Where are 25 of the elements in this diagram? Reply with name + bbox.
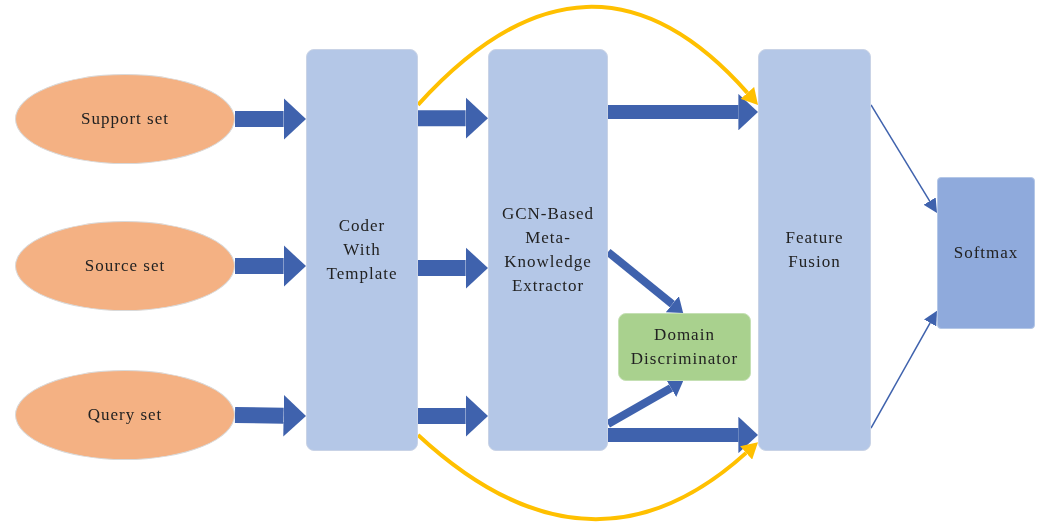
node-label: Query set [87,404,163,426]
block-arrow [418,247,488,289]
block-arrow [418,97,488,139]
block-arrow [234,394,306,437]
arrow [416,4,759,107]
arrow [870,310,937,429]
node-label: Source set [84,255,166,277]
block-arrow [418,395,488,437]
node-label: Softmax [953,242,1019,264]
process-box [758,49,871,451]
process-box [306,49,418,451]
node-label: Domain Discriminator [629,324,740,370]
node-label: Coder With Template [325,215,399,285]
block-arrow [608,93,758,131]
arrow [416,433,759,521]
output-box [937,177,1035,329]
block-arrow [608,416,758,454]
block-arrow [235,245,306,287]
node-label: GCN-Based Meta-Knowledge Extractor [500,203,596,297]
block-arrow [235,98,306,140]
node-label: Feature Fusion [784,227,845,273]
node-label: Support set [81,108,169,130]
discriminator-box [618,313,751,381]
process-box [488,49,608,451]
arrow [870,104,937,213]
